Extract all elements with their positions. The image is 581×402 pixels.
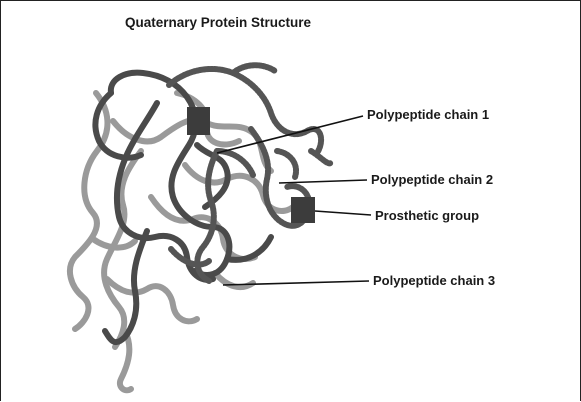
prosthetic-group-square-lower xyxy=(291,197,315,223)
leader-line-chain3 xyxy=(223,281,369,285)
leader-line-chain2 xyxy=(279,180,367,183)
prosthetic-group-square-upper xyxy=(187,107,210,135)
label-polypeptide-chain-3: Polypeptide chain 3 xyxy=(373,273,495,288)
label-polypeptide-chain-1: Polypeptide chain 1 xyxy=(367,107,489,122)
label-polypeptide-chain-2: Polypeptide chain 2 xyxy=(371,172,493,187)
label-prosthetic-group: Prosthetic group xyxy=(375,208,479,223)
leader-line-chain1 xyxy=(217,116,363,153)
leader-line-prosthetic xyxy=(315,211,371,215)
